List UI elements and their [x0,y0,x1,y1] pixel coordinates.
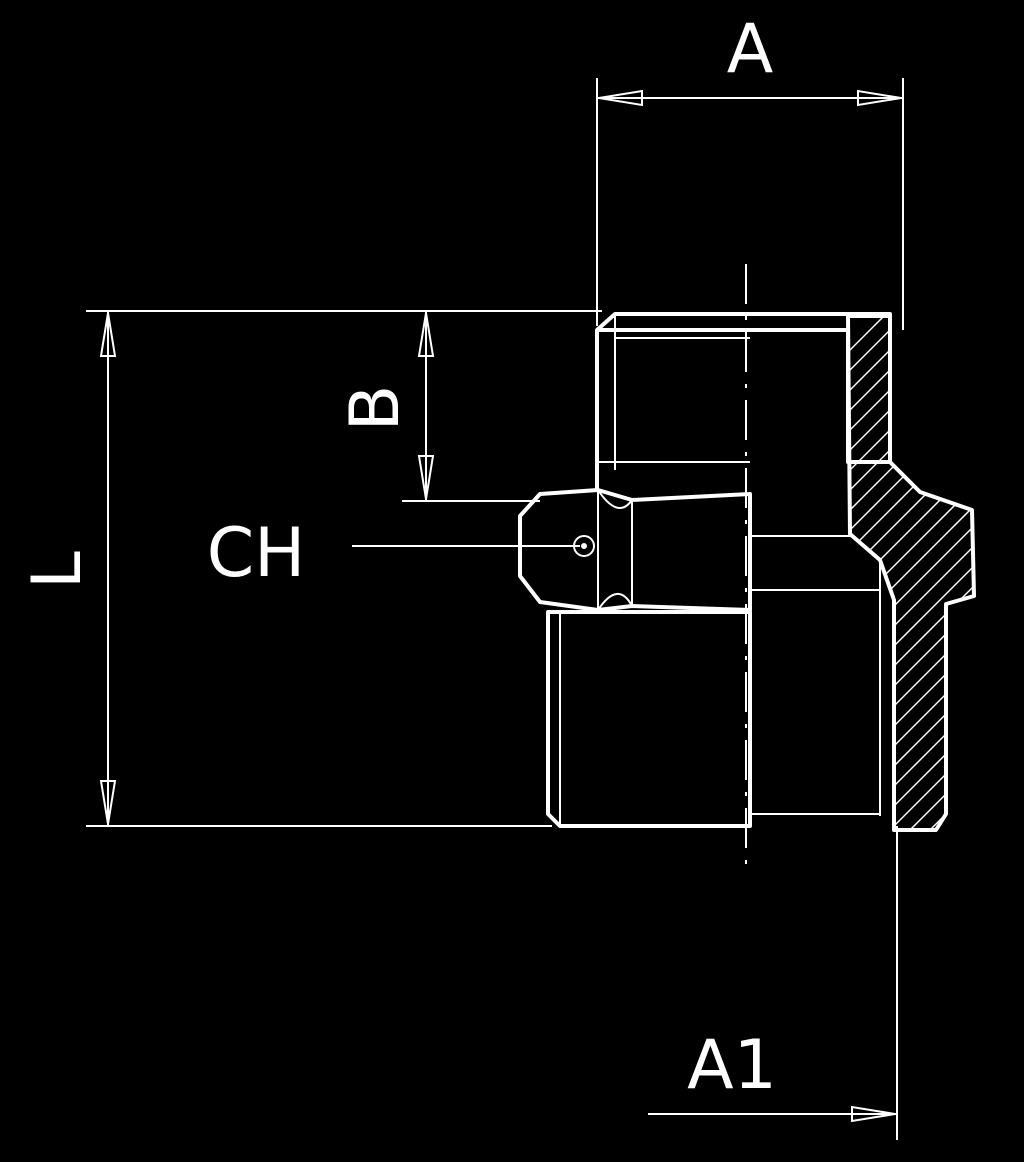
dimension-label-b: B [336,385,415,432]
dimension-label-a: A [727,10,774,89]
lower-thread-outline [546,610,752,828]
hex-face-curve-bottom [597,593,633,611]
arrowhead-b-top [417,312,435,357]
leader-dot-ch [581,543,587,549]
dimension-l: L [18,310,602,827]
hex-outline [518,488,752,612]
lower-thread-body [546,610,880,828]
arrowhead-b-bottom [417,455,435,500]
leader-point-ch [573,535,595,557]
dimension-b: B [336,311,540,502]
dimension-a1: A1 [648,826,898,1140]
leader-ch: CH [207,514,595,593]
hex-face-curve-top [597,489,633,509]
arrowhead-a-left [598,89,643,107]
upper-thread-outline [595,312,892,464]
dimension-label-ch: CH [207,514,306,593]
hex-body [518,488,880,612]
upper-thread-body [595,312,892,492]
dimension-a: A [596,10,904,330]
arrowhead-a1 [851,1105,896,1123]
dimension-label-a1: A1 [687,1026,777,1105]
arrowhead-a-right [857,89,902,107]
arrowhead-l-bottom [99,780,117,825]
arrowhead-l-top [99,312,117,357]
section-outline [846,314,976,832]
dimension-label-l: L [18,551,97,589]
